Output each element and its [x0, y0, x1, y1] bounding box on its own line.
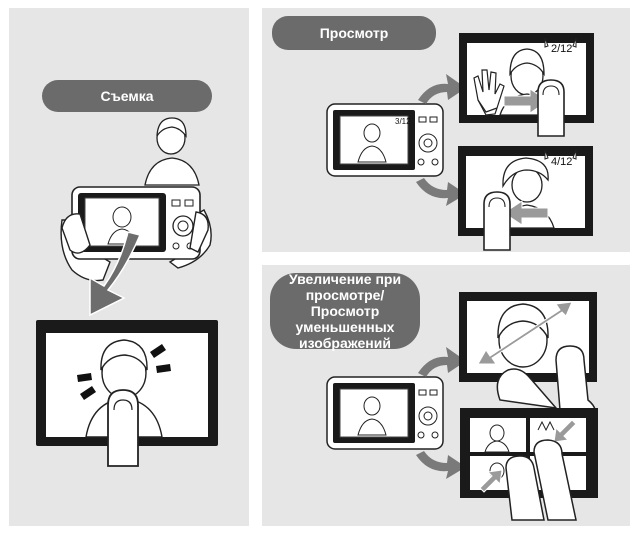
zoom-label-line-1: Увеличение при [288, 271, 402, 287]
subject-person [144, 117, 200, 186]
large-screen [36, 320, 218, 467]
screen-top-counter: 2/12 [551, 43, 572, 55]
arrow-up-icon [418, 74, 466, 104]
camera-small-zoom [326, 376, 444, 450]
camera-small [326, 103, 444, 177]
zoom-label-line-4: изображений [299, 335, 391, 351]
playback-label: Просмотр [272, 16, 436, 50]
zoom-label-line-2: просмотре/Просмотр [305, 287, 385, 319]
zoom-label-line-3: уменьшенных [295, 319, 395, 335]
playback-screen-bottom [458, 146, 593, 251]
arrow-icon [89, 231, 142, 317]
arrow-down-icon [416, 178, 466, 206]
playback-screen-top [459, 33, 594, 137]
zoom-screen-thumbnails [460, 408, 598, 521]
shooting-label: Съемка [42, 80, 212, 112]
zoom-screen-top [459, 292, 597, 419]
zoom-label: Увеличение при просмотре/Просмотр уменьш… [270, 271, 420, 351]
screen-bottom-counter: 4/12 [551, 156, 572, 168]
camera-counter: 3/12 [395, 117, 411, 126]
